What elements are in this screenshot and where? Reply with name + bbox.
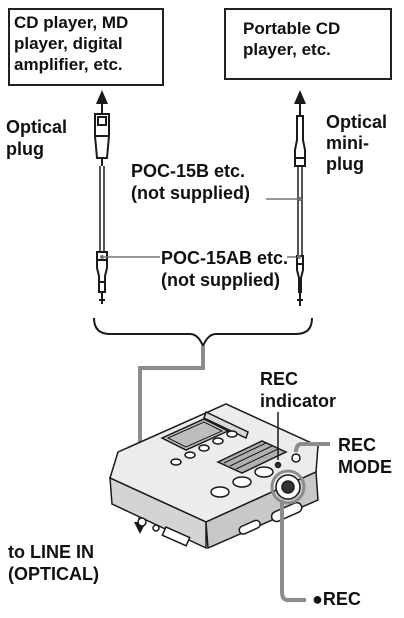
rec-indicator-light	[274, 461, 282, 469]
optical-plug-label: Optical plug	[6, 117, 68, 159]
md-recorder	[109, 403, 319, 550]
portable-cd-box	[224, 8, 392, 80]
poc-15b-label: POC-15B etc. (not supplied)	[131, 161, 250, 203]
poc-15ab-label: POC-15AB etc. (not supplied)	[161, 248, 289, 290]
label-leaders	[100, 197, 302, 259]
rec-mode-button	[291, 453, 301, 463]
rec-mode-label: REC MODE	[338, 435, 392, 477]
rec-highlight	[270, 469, 306, 505]
arrow-up-icon	[294, 90, 306, 104]
line-in-label: to LINE IN (OPTICAL)	[8, 542, 99, 584]
cable-brace	[93, 317, 313, 349]
optical-mini-plug-label: Optical mini- plug	[326, 112, 388, 174]
rec-button-label: ●REC	[312, 589, 361, 609]
source-device-box	[8, 8, 164, 86]
right-cable	[294, 90, 306, 306]
rec-indicator-label: REC indicator	[260, 369, 337, 411]
source-device-label: CD player, MD player, digital amplifier,…	[14, 13, 129, 74]
arrow-up-icon	[96, 90, 108, 104]
portable-cd-label: Portable CD player, etc.	[243, 19, 341, 59]
left-cable	[94, 90, 110, 304]
device-leaders	[280, 442, 330, 602]
